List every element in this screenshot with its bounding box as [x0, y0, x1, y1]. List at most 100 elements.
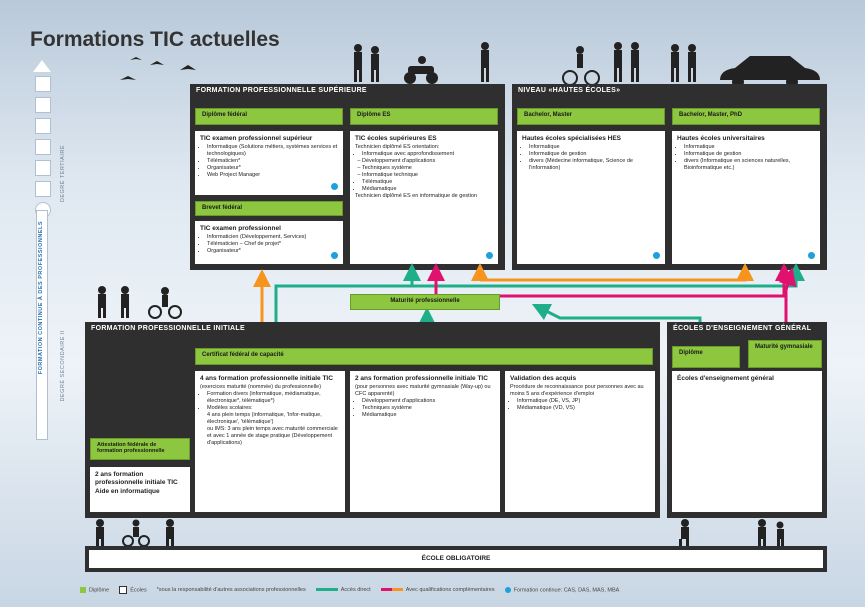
- four-year-box: 4 ans formation professionnelle initiale…: [195, 371, 345, 512]
- continuing-education-dot-icon: [486, 252, 493, 259]
- fps-col1-box: TIC examen professionnel supérieur Infor…: [195, 131, 343, 195]
- blue-dot-icon: [504, 586, 511, 593]
- uni-box: Hautes écoles universitaires Informatiqu…: [672, 131, 820, 264]
- child-icon: [776, 521, 784, 547]
- list-item: Télématicien – Chef de projet*: [207, 241, 338, 248]
- four-year-sub: (exercices maturité (nommée) du professi…: [200, 384, 322, 390]
- list-item: Informatique (Solutions métiers, système…: [207, 144, 338, 158]
- list-item: Médiamatique (VD, VS): [517, 405, 650, 412]
- fpi-header: FORMATION PROFESSIONNELLE INITIALE: [91, 325, 245, 332]
- walker-icon: [98, 286, 106, 318]
- continuing-education-dot-icon: [331, 183, 338, 190]
- youth-silhouettes: [98, 286, 182, 319]
- uni-title: Hautes écoles universitaires: [677, 135, 765, 142]
- cyclist-icon: [122, 519, 150, 547]
- four-year-title: 4 ans formation professionnelle initiale…: [200, 375, 333, 382]
- child-icon: [758, 519, 766, 547]
- two-year-title: 2 ans formation professionnelle initiale…: [355, 375, 488, 382]
- child-icon: [96, 519, 104, 547]
- pink-arrow-icon: [380, 588, 392, 592]
- list-item: Télématique: [362, 179, 493, 186]
- walker-icon: [121, 286, 129, 318]
- level-square: [35, 76, 51, 92]
- bird-icon: [180, 65, 196, 70]
- attestation-label: Attestation fédérale de formation profes…: [90, 438, 190, 460]
- continuing-education-dot-icon: [808, 252, 815, 259]
- bird-icon: [120, 76, 136, 80]
- list-item: Informatique de gestion: [684, 151, 815, 158]
- list-item: Informatique technique: [362, 172, 493, 179]
- fps-col1-label2: Brevet fédéral: [195, 201, 343, 216]
- two-year-box: 2 ans formation professionnelle initiale…: [350, 371, 500, 512]
- walker-icon: [631, 42, 639, 82]
- continuous-bar: FORMATION CONTINUE À DES PROFESSIONNELS: [36, 210, 48, 440]
- list-item: Informatique (DE, VS, JP): [517, 398, 650, 405]
- legend: Diplôme Écoles *sous la responsabilité d…: [80, 583, 820, 597]
- ecoles-box-title: Écoles d'enseignement général: [677, 375, 774, 382]
- list-item: Techniques système: [362, 405, 495, 412]
- bird-icon: [150, 61, 164, 65]
- list-item: Informaticien (Développement, Services): [207, 234, 338, 241]
- hautes-ecoles-header: NIVEAU «HAUTES ÉCOLES»: [518, 87, 621, 94]
- two-year-aide-sub: Aide en informatique: [95, 488, 160, 495]
- legend-note: *sous la responsabilité d'autres associa…: [156, 587, 306, 593]
- cyclist-icon: [148, 287, 182, 319]
- legend-ecoles: Écoles: [119, 586, 147, 594]
- hes-label: Bachelor, Master: [517, 108, 665, 125]
- list-item: Développement d'applications: [362, 158, 493, 165]
- children-silhouettes: [96, 519, 784, 547]
- list-item: Organisateur*: [207, 165, 338, 172]
- motorbike-icon: [404, 56, 438, 84]
- list-item: divers (Informatique en sciences naturel…: [684, 158, 815, 172]
- maturite-professionnelle-label: Maturité professionnelle: [350, 294, 500, 310]
- fps-col1-title2: TIC examen professionnel: [200, 225, 281, 232]
- ecole-obligatoire-panel: ÉCOLE OBLIGATOIRE: [85, 546, 827, 572]
- walker-icon: [614, 42, 622, 82]
- legend-access-direct: Accès direct: [315, 587, 371, 593]
- walker-icon: [371, 46, 379, 82]
- fps-col2-box: TIC écoles supérieures ES Technicien dip…: [350, 131, 498, 264]
- white-square-icon: [119, 586, 128, 594]
- cfc-label: Certificat fédéral de capacité: [195, 348, 653, 365]
- walker-icon: [481, 42, 489, 82]
- list-item: Informatique avec approfondissement: [362, 151, 493, 158]
- list-item: Techniques système: [362, 165, 493, 172]
- list-item: ou IMS: 3 ans plein temps avec maturité …: [207, 426, 338, 446]
- fps-col1-box2: TIC examen professionnel Informaticien (…: [195, 221, 343, 264]
- walker-icon: [671, 44, 679, 82]
- level-square: [35, 160, 51, 176]
- bird-icon: [130, 57, 142, 60]
- level-square: [35, 118, 51, 134]
- list-item: Informatique de gestion: [529, 151, 660, 158]
- maturite-gymnasiale-label: Maturité gymnasiale: [748, 340, 822, 368]
- people-silhouettes: [120, 42, 820, 88]
- list-item: 4 ans plein temps (informatique, 'Infor-…: [207, 412, 322, 425]
- list-item: divers (Médecine informatique, Science d…: [529, 158, 660, 172]
- list-item: Formation divers (informatique, médiamat…: [207, 391, 340, 405]
- list-item: Médiamatique: [362, 412, 495, 419]
- uni-label: Bachelor, Master, PhD: [672, 108, 820, 125]
- level-square: [35, 181, 51, 197]
- legend-diplome: Diplôme: [80, 586, 109, 593]
- arrow-pink: [410, 263, 793, 298]
- green-square-icon: [80, 586, 86, 593]
- level-square: [35, 139, 51, 155]
- two-year-aide-box: 2 ans formation professionnelle initiale…: [90, 467, 190, 512]
- legend-access-qual: Avec qualifications complémentaires: [380, 587, 495, 593]
- list-item: Télématicien*: [207, 158, 338, 165]
- fps-col2-title: TIC écoles supérieures ES: [355, 135, 437, 142]
- continuing-education-dot-icon: [331, 252, 338, 259]
- fps-header: FORMATION PROFESSIONNELLE SUPÉRIEURE: [196, 87, 367, 94]
- green-arrow-icon: [315, 588, 338, 592]
- ecoles-header: ÉCOLES D'ENSEIGNEMENT GÉNÉRAL: [673, 325, 812, 332]
- page-title: Formations TIC actuelles: [30, 28, 280, 51]
- fps-col2-label: Diplôme ES: [350, 108, 498, 125]
- list-item: Informatique: [529, 144, 660, 151]
- fps-col1-label: Diplôme fédéral: [195, 108, 343, 125]
- ecole-obligatoire-label: ÉCOLE OBLIGATOIRE: [89, 550, 823, 568]
- hes-box: Hautes écoles spécialisées HES Informati…: [517, 131, 665, 264]
- validation-title: Validation des acquis: [510, 375, 577, 382]
- fps-col1-title: TIC examen professionnel supérieur: [200, 135, 313, 142]
- arrow-up-icon: [33, 60, 51, 72]
